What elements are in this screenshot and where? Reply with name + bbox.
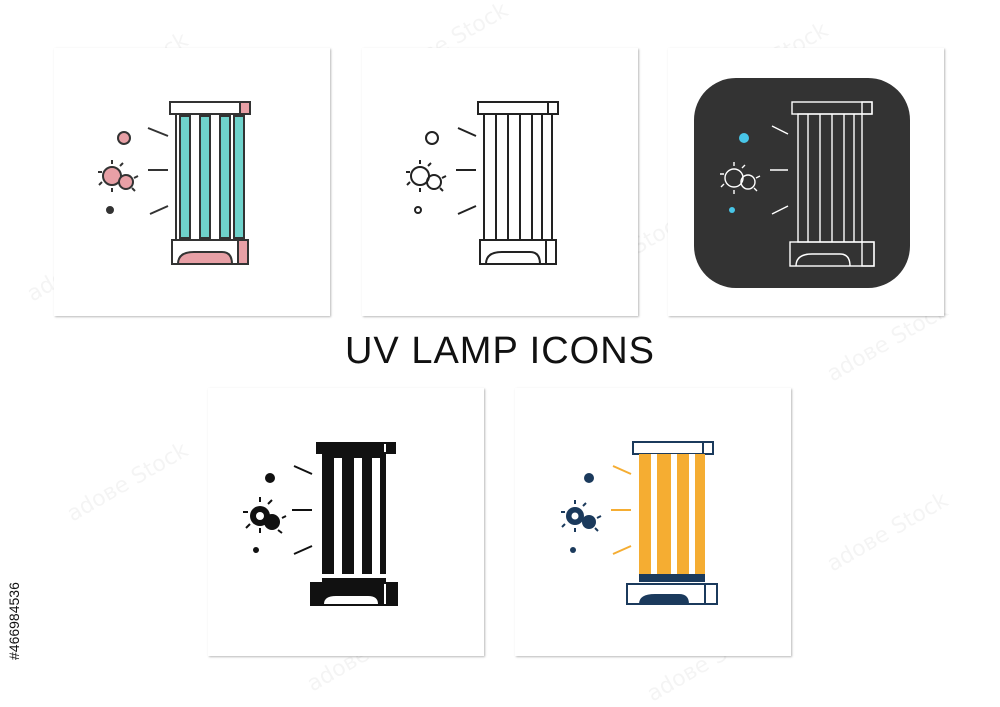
watermark: аdове Stосk (63, 438, 193, 527)
uv-lamp-color-icon (98, 101, 251, 265)
page-title: UV LAMP ICONS (344, 330, 656, 372)
uv-lamp-flat-icon (561, 441, 718, 605)
icon-tile-chalk (668, 48, 944, 316)
uv-lamp-outline-icon (406, 101, 559, 265)
watermark: аdове Stосk (823, 488, 953, 577)
uv-lamp-chalk-icon (694, 78, 910, 288)
icon-tile-flat (515, 388, 791, 656)
icon-tile-outline (362, 48, 638, 316)
icon-tile-color (54, 48, 330, 316)
image-id-label: #466984536 (6, 582, 22, 660)
uv-lamp-glyph-icon (243, 442, 398, 606)
icon-tile-glyph (208, 388, 484, 656)
